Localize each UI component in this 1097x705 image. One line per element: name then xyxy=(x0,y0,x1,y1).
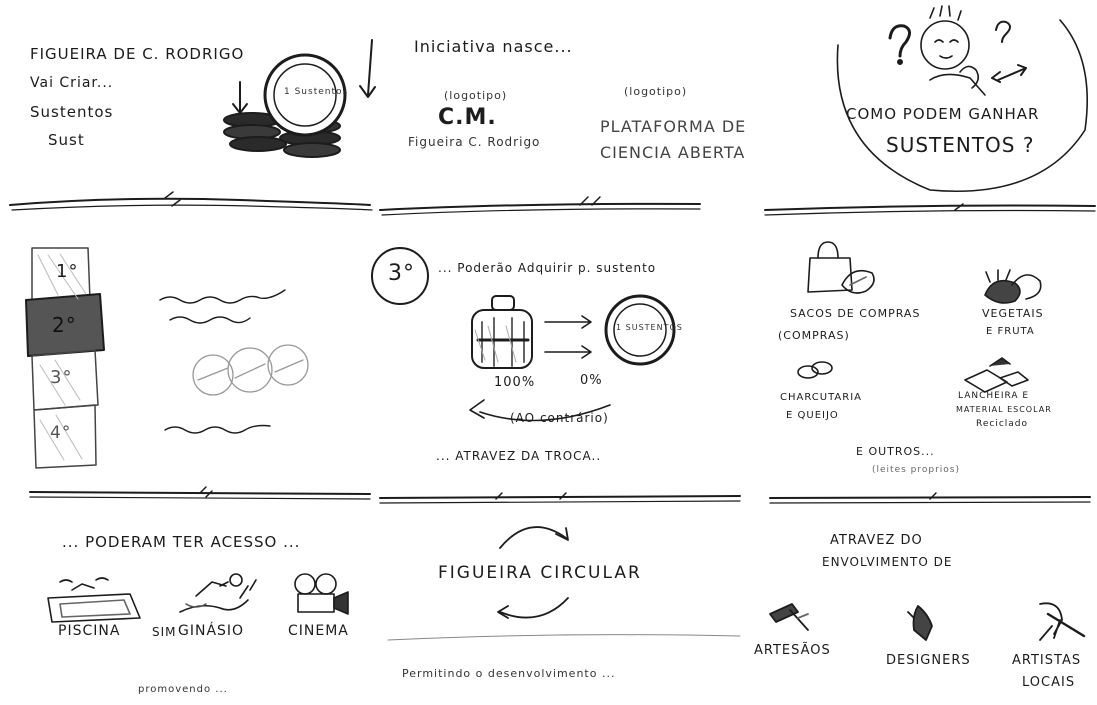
scribble-icon xyxy=(159,289,286,434)
panel7-label-pool: PISCINA xyxy=(58,623,121,639)
panel6-item2-line2: E FRUTA xyxy=(986,326,1035,337)
question-mark-icon xyxy=(888,20,1011,65)
panel2-heading: Iniciativa nasce... xyxy=(414,37,573,56)
panel3-line1: COMO PODEM GANHAR xyxy=(846,105,1040,123)
coin-icon xyxy=(263,53,347,137)
panel6-item4-line1: LANCHEIRA E xyxy=(958,391,1030,401)
row-divider-top xyxy=(9,191,1096,216)
arrow-right-icon xyxy=(544,315,592,359)
panel5-heading: ... Poderão Adquirir p. sustento xyxy=(438,261,657,275)
panel6-item4-line2: MATERIAL ESCOLAR xyxy=(956,405,1052,414)
lunchbox-icon xyxy=(964,357,1029,393)
cycle-arrows-icon xyxy=(387,526,741,641)
panel6-item3-line2: E QUEIJO xyxy=(786,410,839,421)
shopping-bag-icon xyxy=(807,241,875,294)
panel9-heading-line1: ATRAVEZ DO xyxy=(830,533,923,548)
panel6-item4-line3: Reciclado xyxy=(976,419,1029,429)
circles-icon xyxy=(192,344,309,396)
panel4-tier-1: 1° xyxy=(56,261,79,282)
vegetables-icon xyxy=(984,269,1042,304)
panel9-heading-line2: ENVOLVIMENTO DE xyxy=(822,555,953,569)
panel7-heading: ... PODERAM TER ACESSO ... xyxy=(62,533,301,551)
thinking-person-icon xyxy=(836,5,1088,193)
panel4-tier-3: 3° xyxy=(50,367,73,388)
panel5-back-label: (AO contrário) xyxy=(510,411,609,425)
panel2-logo-right-tag: (logotipo) xyxy=(624,85,688,98)
panel9-label1: ARTESÃOS xyxy=(754,643,831,658)
brush-icon xyxy=(1039,602,1086,641)
panel2-logo-left-caption: Figueira C. Rodrigo xyxy=(408,135,541,149)
panel9-label3-line1: ARTISTAS xyxy=(1012,653,1082,668)
panel4-tier-2: 2° xyxy=(52,313,77,337)
panel6-item2-line1: VEGETAIS xyxy=(982,307,1044,320)
panel6-others: E OUTROS... xyxy=(856,445,935,458)
panel1-coin-label: 1 Sustentos xyxy=(284,87,349,97)
arrow-down-icon xyxy=(232,39,376,114)
panel5-badge: 3° xyxy=(388,261,415,286)
panel6-item3-line1: CHARCUTARIA xyxy=(780,392,863,403)
film-camera-icon xyxy=(294,573,349,615)
panel2-logo-left-mark: C.M. xyxy=(438,105,497,130)
double-arrow-icon xyxy=(991,64,1027,83)
panel9-label2: DESIGNERS xyxy=(886,653,971,668)
panel3-line2: SUSTENTOS ? xyxy=(886,133,1035,157)
cheese-icon xyxy=(797,361,833,379)
panel5-footer: ... ATRAVEZ DA TROCA.. xyxy=(436,449,602,463)
panel5-coin-label: 1 SUSTENTOS xyxy=(616,323,683,332)
panel7-label-gym-prefix: SIM xyxy=(152,625,177,639)
panel2-logo-left-tag: (logotipo) xyxy=(444,89,508,102)
backpack-icon xyxy=(471,295,533,369)
panel5-pct-left: 100% xyxy=(494,375,536,390)
return-arrow-icon xyxy=(469,399,611,422)
panel6-others-note: (leites proprios) xyxy=(872,465,961,475)
panel8-title: FIGUEIRA CIRCULAR xyxy=(438,563,642,583)
panel1-line3: Sust xyxy=(48,131,85,149)
hammer-icon xyxy=(769,603,809,631)
swimming-pool-icon xyxy=(47,577,141,623)
panel1-line1: Vai Criar... xyxy=(30,75,114,91)
panel7-label-cinema: CINEMA xyxy=(288,623,349,639)
panel5-pct-right: 0% xyxy=(580,373,603,388)
panel1-title: FIGUEIRA DE C. RODRIGO xyxy=(30,45,245,63)
panel4-tier-4: 4° xyxy=(50,423,72,443)
coin-stack-icon xyxy=(223,112,341,158)
row-divider-middle xyxy=(29,486,1091,504)
badge-circle xyxy=(371,247,429,305)
panel2-logo-right-line1: PLATAFORMA DE xyxy=(600,117,747,136)
panel1-line2: Sustentos xyxy=(30,103,114,121)
panel2-logo-right-line2: CIENCIA ABERTA xyxy=(600,143,746,162)
coin-icon xyxy=(604,294,676,366)
panel7-label-gym: GINÁSIO xyxy=(178,623,245,639)
pen-nib-icon xyxy=(907,605,933,641)
panel9-label3-line2: LOCAIS xyxy=(1022,675,1076,690)
tier-column xyxy=(25,247,105,469)
panel6-item1-line1: SACOS DE COMPRAS xyxy=(790,307,921,320)
gym-icon xyxy=(179,573,257,613)
panel6-item1-line2: (COMPRAS) xyxy=(778,329,850,342)
panel8-footer: Permitindo o desenvolvimento ... xyxy=(402,667,616,680)
panel7-footer: promovendo ... xyxy=(138,684,228,695)
